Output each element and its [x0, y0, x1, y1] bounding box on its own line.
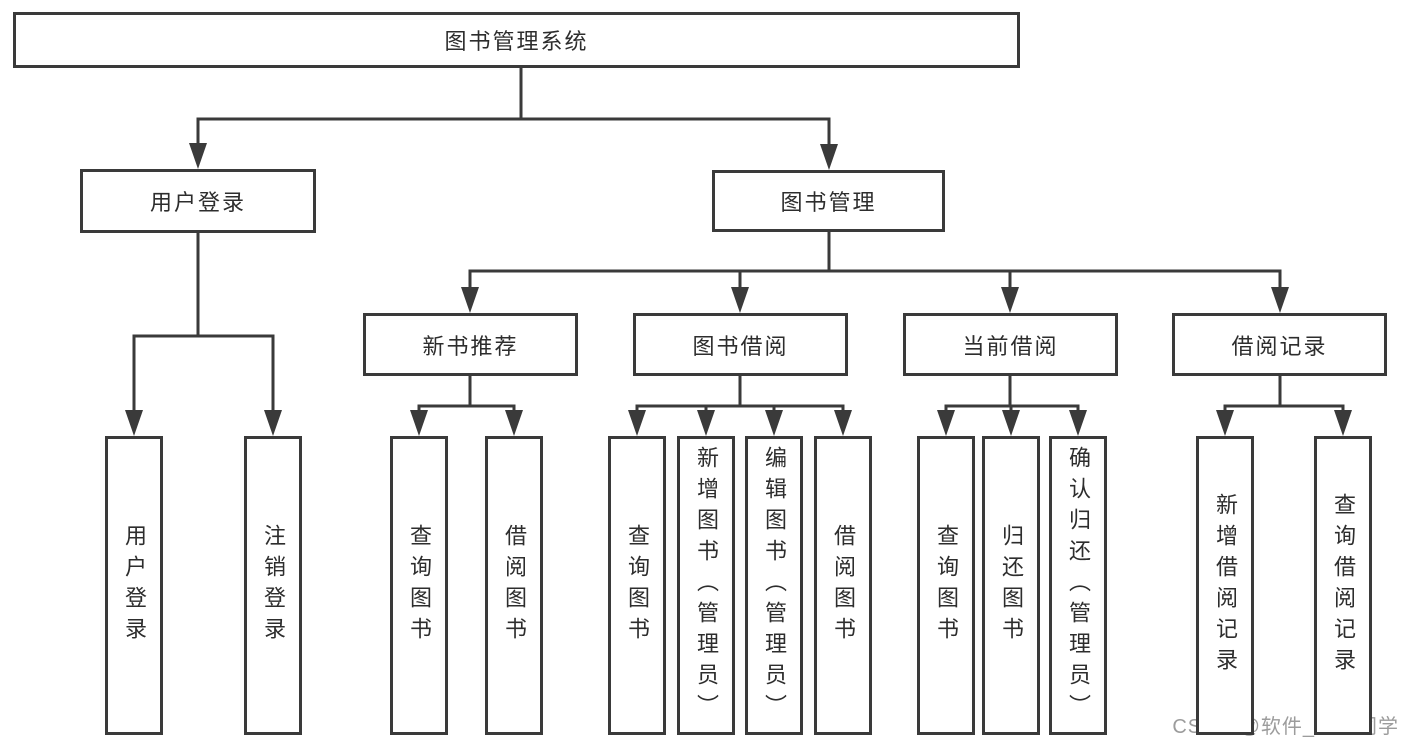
arrowhead-icon — [264, 410, 282, 436]
connector-from-new-book-recommend — [417, 374, 516, 432]
node-label: 图书管理 — [780, 190, 877, 215]
node-root: 图书管理系统 — [13, 12, 1020, 68]
arrowhead-icon — [628, 410, 646, 436]
arrowhead-icon — [1216, 410, 1234, 436]
node-label: 新增图书（管理员） — [694, 446, 719, 725]
node-label: 新书推荐 — [422, 333, 519, 359]
node-label: 借阅图书 — [502, 523, 527, 648]
connector-from-user-login — [132, 231, 275, 432]
node-leaf-edit-book-admin: 编辑图书（管理员） — [745, 436, 803, 735]
node-label: 图书管理系统 — [444, 29, 589, 54]
connector-from-book-management — [468, 230, 1282, 309]
node-leaf-user-login: 用户登录 — [105, 436, 163, 735]
arrowhead-icon — [189, 143, 207, 169]
node-label: 用户登录 — [149, 190, 246, 215]
arrowhead-icon — [820, 144, 838, 170]
arrowhead-icon — [1069, 410, 1087, 436]
arrowhead-icon — [461, 287, 479, 313]
connector-from-book-borrowing — [635, 374, 845, 432]
arrowhead-icon — [1001, 287, 1019, 313]
node-leaf-borrow-book-rec: 借阅图书 — [485, 436, 543, 735]
arrowhead-icon — [697, 410, 715, 436]
arrowhead-icon — [125, 410, 143, 436]
node-leaf-return-book: 归还图书 — [982, 436, 1040, 735]
node-label: 查询借阅记录 — [1331, 492, 1356, 679]
node-leaf-query-book-borrow: 查询图书 — [608, 436, 666, 735]
node-leaf-logout: 注销登录 — [244, 436, 302, 735]
node-label: 当前借阅 — [962, 333, 1059, 359]
node-book-management: 图书管理 — [712, 170, 945, 232]
arrowhead-icon — [834, 410, 852, 436]
node-leaf-add-book-admin: 新增图书（管理员） — [677, 436, 735, 735]
arrowhead-icon — [765, 410, 783, 436]
node-leaf-borrow-book: 借阅图书 — [814, 436, 872, 735]
node-label: 借阅记录 — [1231, 333, 1328, 359]
connector-from-root — [196, 66, 831, 166]
node-leaf-query-book-rec: 查询图书 — [390, 436, 448, 735]
node-label: 查询图书 — [407, 523, 432, 648]
node-label: 注销登录 — [261, 523, 286, 648]
arrowhead-icon — [505, 410, 523, 436]
node-label: 查询图书 — [934, 523, 959, 648]
node-leaf-query-borrow-record: 查询借阅记录 — [1314, 436, 1372, 735]
node-leaf-add-borrow-record: 新增借阅记录 — [1196, 436, 1254, 735]
node-label: 确认归还（管理员） — [1066, 446, 1091, 725]
arrowhead-icon — [410, 410, 428, 436]
node-leaf-confirm-return-admin: 确认归还（管理员） — [1049, 436, 1107, 735]
arrowhead-icon — [937, 410, 955, 436]
node-label: 归还图书 — [999, 523, 1024, 648]
node-new-book-recommend: 新书推荐 — [363, 313, 578, 376]
arrowhead-icon — [1271, 287, 1289, 313]
arrowhead-icon — [731, 287, 749, 313]
node-label: 新增借阅记录 — [1213, 492, 1238, 679]
node-label: 借阅图书 — [831, 523, 856, 648]
node-leaf-query-book-current: 查询图书 — [917, 436, 975, 735]
node-label: 编辑图书（管理员） — [762, 446, 787, 725]
node-current-borrowing: 当前借阅 — [903, 313, 1118, 376]
arrowhead-icon — [1334, 410, 1352, 436]
node-label: 用户登录 — [122, 523, 147, 648]
node-label: 查询图书 — [625, 523, 650, 648]
node-book-borrowing: 图书借阅 — [633, 313, 848, 376]
connector-from-borrowing-records — [1223, 374, 1345, 432]
node-borrowing-records: 借阅记录 — [1172, 313, 1387, 376]
node-label: 图书借阅 — [692, 333, 789, 359]
node-user-login: 用户登录 — [80, 169, 316, 233]
arrowhead-icon — [1002, 410, 1020, 436]
